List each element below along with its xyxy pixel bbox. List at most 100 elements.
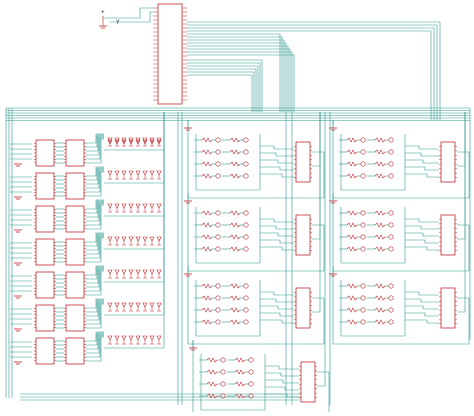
resistor-icon <box>234 369 246 375</box>
wire-mcu-ref <box>110 11 153 23</box>
transistor-icon <box>220 381 226 387</box>
wire-block-chip <box>260 246 294 251</box>
transistor-icon <box>243 161 249 167</box>
wire-led-feed <box>86 301 104 321</box>
driver-chip <box>65 172 85 200</box>
resistor-icon <box>346 319 358 325</box>
wire-led-feed <box>86 303 104 329</box>
wire-led-feed <box>86 298 104 309</box>
resistor-icon <box>201 246 213 252</box>
led-icon <box>142 170 148 176</box>
wire-block-chip <box>265 393 299 398</box>
wire-mcu-bus <box>187 65 259 112</box>
wire-led-feed <box>86 335 104 358</box>
transistor-icon <box>360 137 366 143</box>
wire-led-feed <box>86 133 104 144</box>
transistor-icon <box>388 161 394 167</box>
resistor-icon <box>206 357 218 363</box>
resistor-icon <box>229 137 241 143</box>
wire-block-chip <box>405 291 439 296</box>
wire-mcu-bus <box>187 48 291 112</box>
wire-led-feed <box>86 138 104 164</box>
wire-mcu-bus <box>187 62 261 112</box>
transistor-icon <box>215 149 221 155</box>
wire-block-chip <box>265 365 299 370</box>
wire-block-chip <box>405 159 439 164</box>
transistor-icon <box>388 283 394 289</box>
wire-layer <box>5 7 471 416</box>
led-icon <box>128 335 134 341</box>
block-chip <box>440 287 456 329</box>
resistor-icon <box>229 210 241 216</box>
wire-led-feed <box>86 134 104 148</box>
led-icon <box>142 269 148 275</box>
resistor-icon <box>229 307 241 313</box>
led-icon <box>114 139 120 145</box>
led-icon <box>128 139 134 145</box>
wire-block-chip <box>260 232 294 237</box>
led-icon <box>156 236 162 242</box>
led-icon <box>135 236 141 242</box>
led-icon <box>142 139 148 145</box>
led-icon <box>156 302 162 308</box>
led-icon <box>156 203 162 209</box>
wire-block-chip <box>405 298 439 303</box>
resistor-icon <box>229 161 241 167</box>
transistor-icon <box>388 173 394 179</box>
wire-led-feed <box>86 135 104 152</box>
wire-block-chip <box>405 239 439 244</box>
transistor-icon <box>215 173 221 179</box>
transistor-icon <box>360 149 366 155</box>
wire-led-feed <box>86 334 104 354</box>
wire-mcu-bus <box>187 27 435 120</box>
transistor-icon <box>360 319 366 325</box>
led-icon <box>135 203 141 209</box>
led-icon <box>107 335 113 341</box>
wire-led-feed <box>86 236 104 259</box>
wire-led-feed <box>86 167 104 181</box>
net-label-ref: Y <box>116 19 120 26</box>
wire-led-feed <box>86 234 104 251</box>
wire-led-feed <box>86 266 104 280</box>
led-icon <box>156 170 162 176</box>
wire-mcu-bus <box>187 54 295 112</box>
led-icon <box>107 269 113 275</box>
wire-block-chip <box>405 232 439 237</box>
wire-led-feed <box>86 203 104 226</box>
resistor-icon <box>229 319 241 325</box>
wire-led-feed <box>86 268 104 288</box>
wire-led-feed <box>86 199 104 210</box>
wire-block-chip <box>260 173 294 178</box>
transistor-icon <box>248 393 254 399</box>
led-icon <box>121 236 127 242</box>
led-icon <box>107 170 113 176</box>
wire-block-chip <box>405 152 439 157</box>
wire-led-feed <box>86 235 104 255</box>
led-icon <box>135 139 141 145</box>
led-icon <box>107 302 113 308</box>
shift-register-chip <box>35 205 55 233</box>
wire-block-chip <box>405 305 439 310</box>
resistor-icon <box>201 222 213 228</box>
wire-led-feed <box>86 166 104 177</box>
transistor-icon <box>248 357 254 363</box>
wire-led-feed <box>86 168 104 185</box>
wire-mcu-bus <box>187 74 253 112</box>
led-icon <box>114 236 120 242</box>
wire-block-chip <box>405 312 439 317</box>
transistor-icon <box>360 246 366 252</box>
resistor-icon <box>201 319 213 325</box>
wire-block-chip <box>260 239 294 244</box>
shift-register-chip <box>35 271 55 299</box>
component-layer <box>14 3 457 403</box>
led-icon <box>142 335 148 341</box>
transistor-icon <box>215 283 221 289</box>
shift-register-chip <box>35 304 55 332</box>
led-icon <box>121 170 127 176</box>
transistor-icon <box>388 234 394 240</box>
led-icon <box>107 236 113 242</box>
led-icon <box>135 170 141 176</box>
transistor-icon <box>215 222 221 228</box>
resistor-icon <box>374 234 386 240</box>
